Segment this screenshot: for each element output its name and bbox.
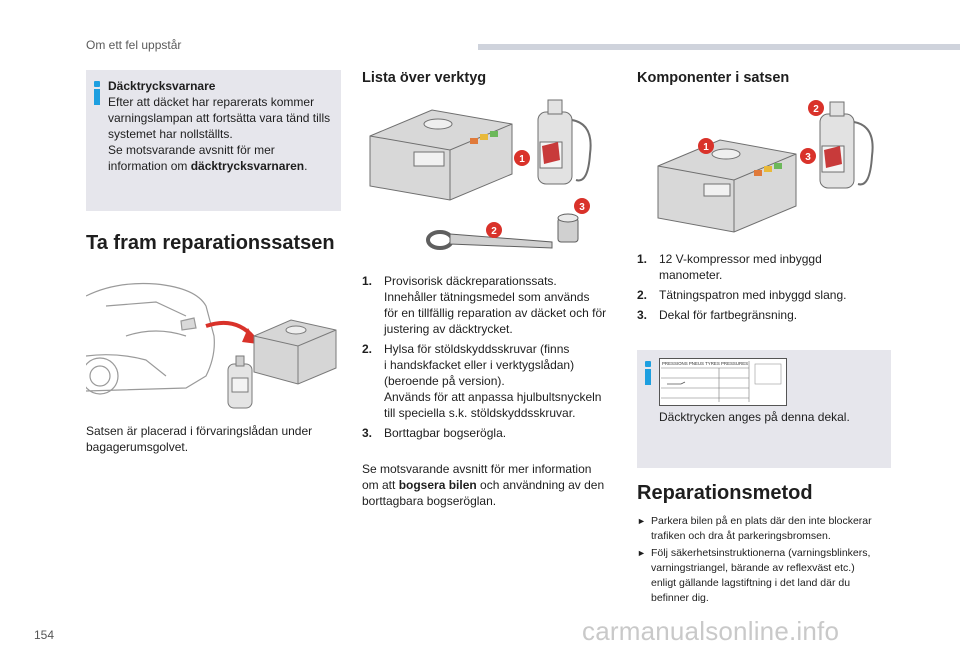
towing-note: Se motsvarande avsnitt för mer informati… xyxy=(362,462,605,508)
body-line: bagagerumsgolvet. xyxy=(86,440,189,454)
list-item: 1. Provisorisk däckreparationssats. Inne… xyxy=(362,274,607,336)
info-box-tyre-label: PRESSIONS PNEUS TYRES PRESSURES Däcktryc… xyxy=(637,350,891,468)
tools-list: 1. Provisorisk däckreparationssats. Inne… xyxy=(362,273,612,445)
components-callout-1: 1 xyxy=(703,142,709,153)
info-line: systemet har nollställts. xyxy=(108,127,233,141)
repair-method-heading: Reparationsmetod xyxy=(637,482,813,504)
kit-components-illustration: 1 2 3 xyxy=(657,100,874,233)
components-callout-2: 2 xyxy=(813,104,819,115)
info-icon xyxy=(94,81,100,105)
tyre-label-caption: Däcktrycken anges på denna dekal. xyxy=(659,410,850,424)
info-box-tpms: Däcktrycksvarnare Efter att däcket har r… xyxy=(86,70,341,211)
tools-illustration: 1 2 3 xyxy=(369,99,592,250)
info-icon xyxy=(645,361,651,385)
tools-callout-3: 3 xyxy=(579,202,585,213)
page-number: 154 xyxy=(34,628,55,642)
tpms-link-text: däcktrycksvarnaren xyxy=(190,159,305,173)
repair-kit-heading: Ta fram reparationssatsen xyxy=(86,232,335,254)
components-callout-3: 3 xyxy=(805,152,811,163)
tyre-label-header: PRESSIONS PNEUS TYRES PRESSURES xyxy=(662,361,748,366)
info-line: varningslampan att fortsätta vara tänd t… xyxy=(108,111,331,125)
header-divider-bar xyxy=(478,44,960,50)
repair-kit-body: Satsen är placerad i förvaringslådan und… xyxy=(86,423,341,455)
list-item: 3. Dekal för fartbegränsning. xyxy=(637,308,798,322)
arrow-bullet-icon: ► xyxy=(637,516,646,526)
components-list: 1. 12 V-kompressor med inbyggd manometer… xyxy=(637,251,892,327)
body-line: Satsen är placerad i förvaringslådan und… xyxy=(86,424,313,438)
list-item: 1. 12 V-kompressor med inbyggd manometer… xyxy=(637,252,822,282)
tools-callout-1: 1 xyxy=(519,154,525,165)
components-heading: Komponenter i satsen xyxy=(637,70,790,86)
info-line: Se motsvarande avsnitt för mer xyxy=(108,143,275,157)
repair-method-steps: ► Parkera bilen på en plats där den inte… xyxy=(637,514,892,608)
info-box-text: Däcktrycksvarnare Efter att däcket har r… xyxy=(108,78,338,174)
list-item: 3. Borttagbar bogserögla. xyxy=(362,426,507,440)
list-item: ► Parkera bilen på en plats där den inte… xyxy=(637,515,872,542)
section-header-title: Om ett fel uppstår xyxy=(86,38,182,52)
tools-callout-2: 2 xyxy=(491,226,497,237)
info-line-last: information om däcktrycksvarnaren. xyxy=(108,159,308,173)
arrow-bullet-icon: ► xyxy=(637,548,646,558)
tyre-pressure-label-image: PRESSIONS PNEUS TYRES PRESSURES xyxy=(659,358,787,406)
info-box-title: Däcktrycksvarnare xyxy=(108,79,216,93)
list-item: 2. Hylsa för stöldskyddsskruvar (finns i… xyxy=(362,342,602,420)
towing-link-text: bogsera bilen xyxy=(398,478,477,492)
car-trunk-kit-illustration xyxy=(86,282,337,409)
list-item: 2. Tätningspatron med inbyggd slang. xyxy=(637,288,847,302)
tools-heading: Lista över verktyg xyxy=(362,70,487,86)
list-item: ► Följ säkerhetsinstruktionerna (varning… xyxy=(637,547,871,604)
info-line: Efter att däcket har reparerats kommer xyxy=(108,95,315,109)
watermark: carmanualsonline.info xyxy=(582,616,840,646)
